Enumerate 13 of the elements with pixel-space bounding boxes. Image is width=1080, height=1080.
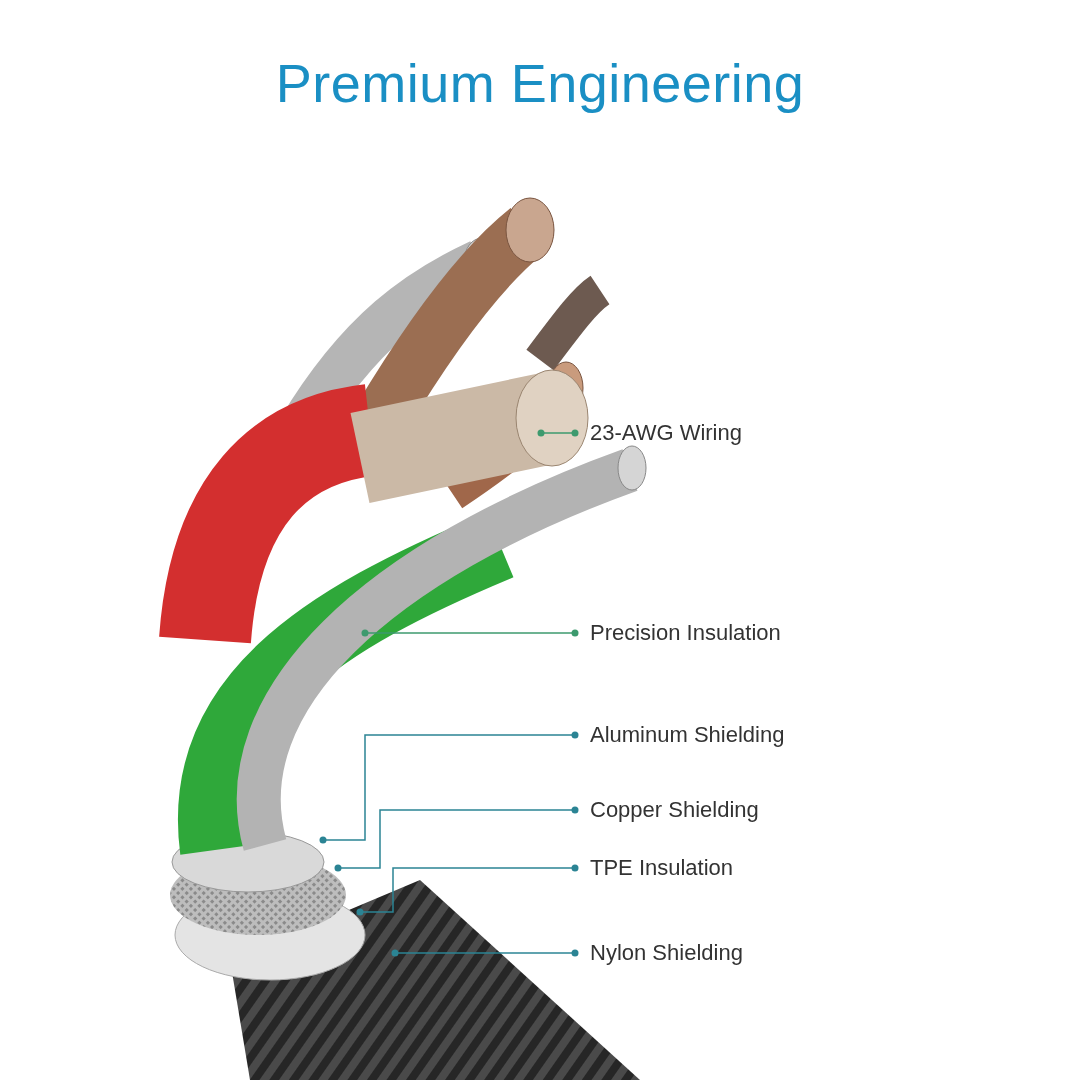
- part-label: TPE Insulation: [575, 854, 734, 882]
- leader-line: [537, 429, 579, 437]
- part-label: Precision Insulation: [575, 619, 781, 647]
- leader-line: [319, 731, 579, 844]
- part-label: Aluminum Shielding: [575, 721, 785, 749]
- part-label: Nylon Shielding: [575, 939, 743, 967]
- title: Premium Engineering: [275, 52, 805, 114]
- part-label: Copper Shielding: [575, 796, 759, 824]
- leader-line: [391, 949, 579, 957]
- leader-line: [356, 864, 579, 916]
- leader-line: [334, 806, 579, 872]
- leader-line: [361, 629, 579, 637]
- part-label: 23-AWG Wiring: [575, 419, 742, 447]
